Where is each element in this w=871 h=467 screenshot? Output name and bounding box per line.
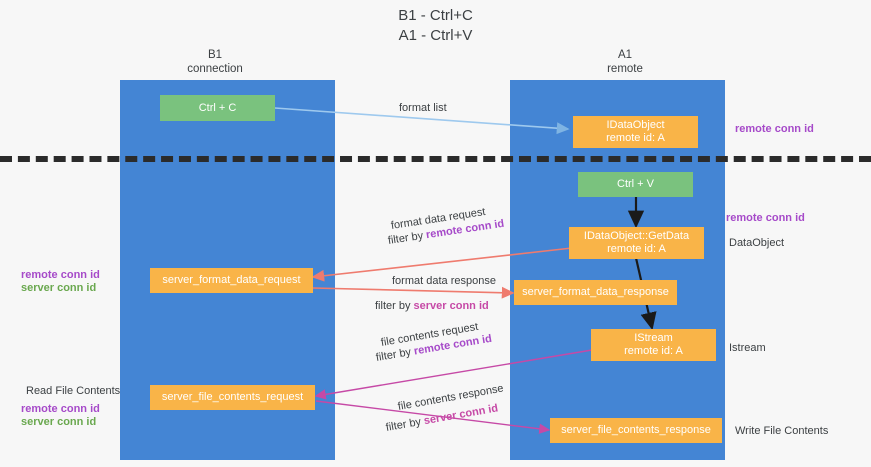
edge-label-format-list: format list — [399, 102, 447, 114]
diagram-title: B1 - Ctrl+C A1 - Ctrl+V — [0, 6, 871, 46]
node-ctrl-c-label: Ctrl + C — [198, 101, 237, 114]
title-line-1: B1 - Ctrl+C — [398, 7, 473, 24]
right-label-dataobject: DataObject — [729, 237, 785, 249]
node-server-format-data-request-label: server_format_data_request — [162, 274, 301, 286]
node-idataobject[interactable]: IDataObject remote id: A — [573, 116, 698, 148]
node-istream-line1: IStream — [634, 332, 673, 344]
left-label-read-file-contents: Read File Contents — [26, 385, 121, 397]
node-idataobject-line2: remote id: A — [606, 132, 665, 144]
node-server-format-data-request[interactable]: server_format_data_request — [150, 268, 313, 293]
node-server-format-data-response-label: server_format_data_response — [522, 286, 669, 298]
lane-header-b1: B1 connection — [155, 48, 275, 76]
right-label-remote-conn-id-top: remote conn id — [735, 123, 814, 135]
filter-by-text-4: filter by — [384, 415, 422, 434]
node-server-file-contents-request[interactable]: server_file_contents_request — [150, 385, 315, 410]
phase-separator — [0, 156, 871, 162]
node-ctrl-c[interactable]: Ctrl + C — [160, 95, 275, 121]
left-label-remote-conn-id-top: remote conn id — [21, 269, 100, 281]
lane-a1-name: A1 — [617, 49, 633, 61]
filter-server-conn-id-1: server conn id — [413, 300, 489, 312]
node-getdata-line1: IDataObject::GetData — [583, 230, 690, 242]
lane-header-a1: A1 remote — [565, 48, 685, 76]
left-label-remote-conn-id-bottom: remote conn id — [21, 403, 100, 415]
left-label-server-conn-id-top: server conn id — [21, 282, 97, 294]
node-getdata[interactable]: IDataObject::GetData remote id: A — [569, 227, 704, 259]
node-idataobject-line1: IDataObject — [606, 119, 665, 131]
node-ctrl-v-label: Ctrl + V — [617, 178, 654, 190]
filter-by-text-2: filter by — [375, 300, 411, 312]
left-label-server-conn-id-bottom: server conn id — [21, 416, 97, 428]
arrow-format-data-response — [312, 286, 515, 299]
node-istream[interactable]: IStream remote id: A — [591, 329, 716, 361]
edge-filter-format-data-response: filter by server conn id — [375, 299, 489, 313]
right-label-write-file-contents: Write File Contents — [735, 425, 829, 437]
lane-a1-sublabel: remote — [607, 63, 643, 75]
title-line-2: A1 - Ctrl+V — [398, 27, 473, 44]
node-server-format-data-response[interactable]: server_format_data_response — [514, 280, 677, 305]
node-getdata-line2: remote id: A — [607, 243, 666, 255]
right-label-remote-conn-id-mid: remote conn id — [726, 212, 805, 224]
node-server-file-contents-response[interactable]: server_file_contents_response — [550, 418, 722, 443]
node-server-file-contents-response-label: server_file_contents_response — [561, 424, 711, 436]
lane-b1-name: B1 — [207, 49, 223, 61]
node-server-file-contents-request-label: server_file_contents_request — [161, 391, 304, 403]
right-label-istream: Istream — [729, 342, 766, 354]
node-istream-line2: remote id: A — [624, 345, 683, 357]
lane-b1-sublabel: connection — [187, 63, 243, 75]
filter-by-text-1: filter by — [387, 229, 424, 247]
node-ctrl-v[interactable]: Ctrl + V — [578, 172, 693, 197]
filter-by-text-3: filter by — [375, 346, 412, 364]
edge-label-format-data-response: format data response — [392, 275, 496, 287]
